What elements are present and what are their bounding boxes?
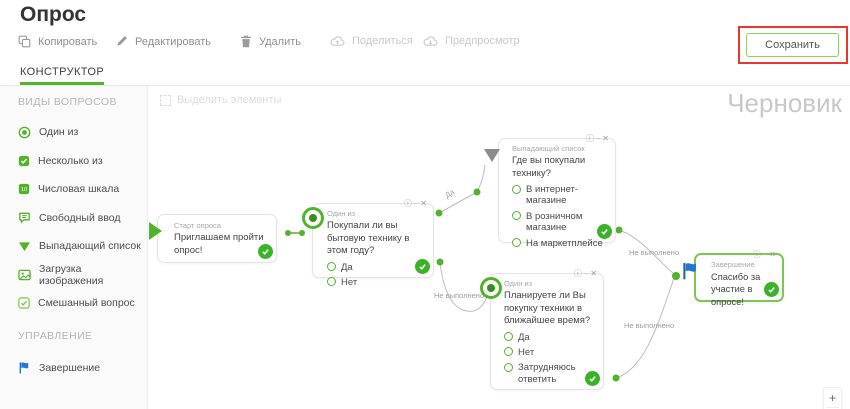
radio-option-icon [504, 362, 513, 372]
mixed-question-icon [18, 297, 30, 309]
node-question-planning-purchase[interactable]: ⓘ–✕ Один из Планируете ли Вы покупку тех… [480, 269, 604, 390]
zoom-in-button[interactable]: + [824, 388, 841, 407]
page-title: Опрос [20, 3, 87, 26]
check-icon [585, 371, 600, 386]
flow-canvas[interactable]: Выделить элементы Черновик [148, 86, 850, 409]
body: ВИДЫ ВОПРОСОВ Один из Несколько из 10 Чи… [0, 86, 850, 409]
edge-label-not-done-3: Не выполнено [624, 321, 675, 330]
info-icon[interactable]: ⓘ [403, 199, 412, 208]
checkbox-icon [18, 155, 30, 167]
radio-option-icon [512, 238, 521, 248]
sidebar-section-question-types: ВИДЫ ВОПРОСОВ [18, 96, 117, 108]
sidebar-item-image-upload[interactable]: Загрузка изображения [0, 261, 147, 290]
sidebar-item-multi-choice[interactable]: Несколько из [0, 147, 147, 176]
dropdown-node-icon [484, 149, 500, 162]
pencil-icon [115, 35, 128, 48]
select-elements-tool[interactable]: Выделить элементы [160, 94, 281, 106]
share-button: Поделиться [330, 35, 413, 47]
flag-node-icon [681, 261, 700, 285]
svg-text:10: 10 [21, 187, 27, 193]
sidebar-item-mixed-question[interactable]: Смешанный вопрос [0, 289, 147, 318]
save-annotation-box [738, 26, 848, 64]
radio-option-icon [327, 262, 336, 272]
dropdown-icon [18, 241, 31, 252]
check-icon [764, 282, 779, 297]
sidebar: ВИДЫ ВОПРОСОВ Один из Несколько из 10 Чи… [0, 86, 148, 409]
option-row: Затрудняюсь ответить [504, 362, 598, 385]
node-question-where-bought[interactable]: ⓘ–✕ Выпадающий список Где вы покупали те… [484, 134, 616, 249]
free-input-icon [18, 211, 31, 224]
close-icon[interactable]: ✕ [602, 134, 609, 143]
sidebar-item-numeric-scale[interactable]: 10 Числовая шкала [0, 175, 147, 204]
node-question-bought-appliances[interactable]: ⓘ–✕ Один из Покупали ли вы бытовую техни… [302, 199, 434, 288]
scale-icon: 10 [18, 183, 30, 195]
copy-button[interactable]: Копировать [18, 35, 97, 48]
info-icon[interactable]: ⓘ [573, 269, 582, 278]
flag-icon [18, 361, 31, 374]
option-row: Нет [327, 277, 428, 288]
single-choice-icon [302, 207, 324, 229]
edge-label-not-done-1: Не выполнено [434, 291, 485, 300]
copy-icon [18, 35, 31, 48]
radio-option-icon [504, 347, 513, 357]
image-upload-icon [18, 269, 31, 281]
delete-button[interactable]: Удалить [240, 35, 301, 48]
radio-option-icon [512, 184, 521, 194]
preview-button: Предпросмотр [423, 35, 520, 47]
radio-option-icon [504, 332, 513, 342]
option-row: На маркетплейсе [512, 238, 611, 249]
check-icon [258, 244, 273, 259]
sidebar-section-management: УПРАВЛЕНИЕ [18, 329, 93, 342]
close-icon[interactable]: ✕ [420, 199, 427, 208]
tab-constructor[interactable]: КОНСТРУКТОР [20, 66, 105, 85]
radio-option-icon [512, 211, 521, 221]
trash-icon [240, 35, 252, 48]
option-row: Нет [504, 347, 598, 358]
check-icon [415, 259, 430, 274]
option-row: В розничном магазине [512, 211, 611, 234]
selection-box-icon [160, 94, 171, 106]
node-finish[interactable]: ⓘ–✕ Завершение Спасибо за участие в опро… [683, 250, 784, 307]
share-icon [330, 35, 345, 47]
save-button[interactable]: Сохранить [746, 33, 839, 57]
close-icon[interactable]: ✕ [590, 269, 597, 278]
radio-option-icon [327, 277, 336, 287]
option-row: Да [327, 262, 428, 273]
sidebar-item-free-input[interactable]: Свободный ввод [0, 204, 147, 233]
node-start[interactable]: Старт опроса Приглашаем пройти опрос! [149, 214, 277, 263]
option-row: В интернет-магазине [512, 184, 611, 207]
check-icon [597, 224, 612, 239]
draft-watermark: Черновик [727, 88, 842, 118]
sidebar-item-single-choice[interactable]: Один из [0, 118, 147, 147]
header: Опрос Копировать Редактировать Удалить П… [0, 0, 850, 86]
edit-button[interactable]: Редактировать [115, 35, 211, 48]
single-choice-icon [480, 277, 502, 299]
radio-icon [18, 126, 31, 139]
sidebar-item-finish[interactable]: Завершение [0, 354, 147, 383]
zoom-control: + [823, 387, 842, 409]
info-icon[interactable]: ⓘ [585, 134, 594, 143]
option-row: Да [504, 332, 598, 343]
play-icon [149, 222, 162, 240]
sidebar-item-dropdown-list[interactable]: Выпадающий список [0, 232, 147, 261]
info-icon[interactable]: ⓘ [752, 250, 761, 259]
edges-layer [285, 164, 680, 382]
close-icon[interactable]: ✕ [769, 250, 776, 259]
edge-label-not-done-2: Не выполнено [629, 248, 680, 257]
preview-icon [423, 35, 438, 47]
